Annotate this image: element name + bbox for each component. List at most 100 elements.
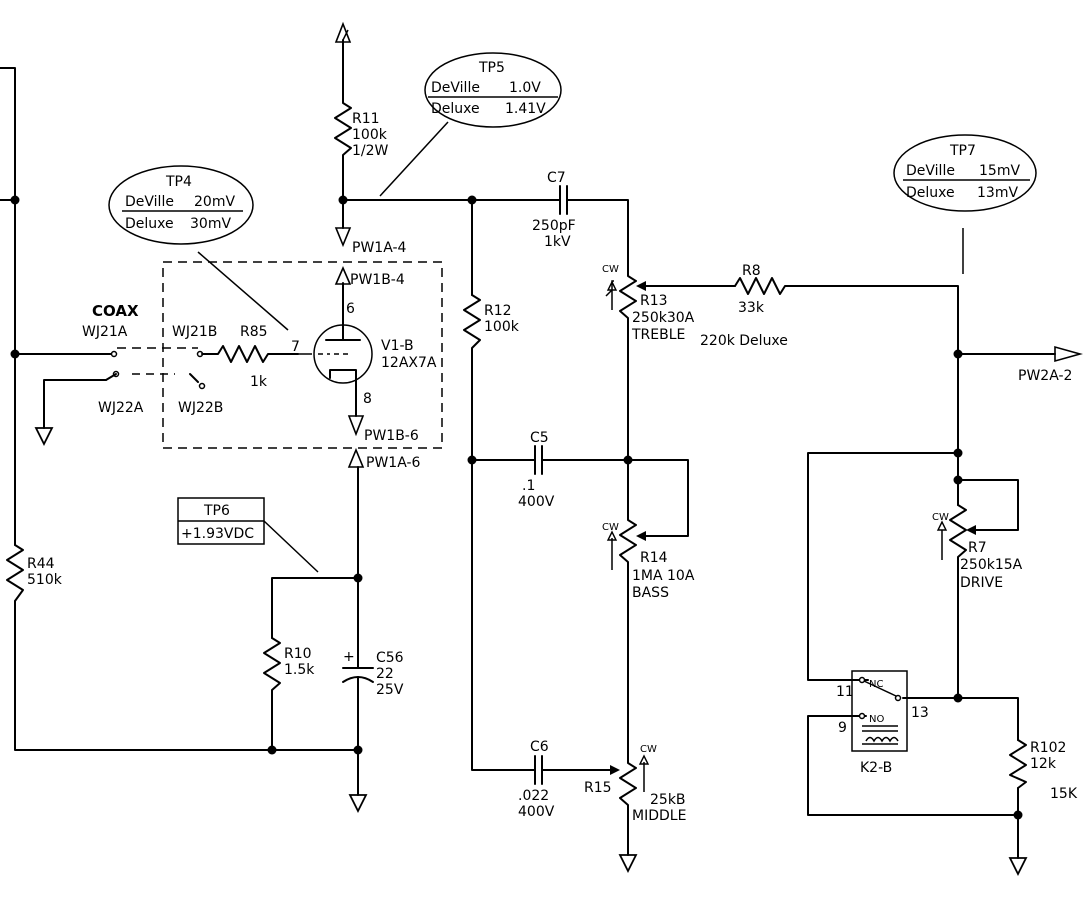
tp4-row1-value: 20mV	[194, 194, 235, 210]
tp4-name: TP4	[165, 174, 192, 190]
pw1a4-label: PW1A-4	[352, 240, 407, 256]
tp4-row2-value: 30mV	[190, 216, 231, 232]
r7-function-label: DRIVE	[960, 575, 1003, 591]
r44-ref-label: R44	[27, 556, 55, 572]
tp4-callout: TP4 DeVille 20mV Deluxe 30mV	[108, 165, 289, 331]
r14-ref-label: R14	[640, 550, 668, 566]
pw1b4-arrow-icon	[334, 266, 352, 285]
r8-value-label: 33k	[738, 300, 765, 316]
c6-ref-label: C6	[530, 739, 549, 755]
tube-enclosure-box	[162, 261, 443, 449]
pw1a4-arrow-icon	[334, 227, 352, 248]
tp5-row1-value: 1.0V	[509, 80, 541, 96]
r15-function-label: MIDDLE	[632, 808, 686, 824]
c7-rating-label: 1kV	[544, 234, 571, 250]
r13-value-label: 250k30A	[632, 310, 695, 326]
r7-value-label: 250k15A	[960, 557, 1023, 573]
plate-supply: R11 100k 1/2W PW1A-4	[334, 21, 542, 256]
r7-ref-label: R7	[968, 540, 987, 556]
tp7-callout: TP7 DeVille 15mV Deluxe 13mV	[893, 134, 1037, 274]
c56-value-label: 22	[376, 666, 394, 682]
resistor-r44: R44 510k	[6, 544, 63, 602]
wire-left-rail	[0, 67, 359, 751]
r85-ref-label: R85	[240, 324, 268, 340]
r13-cw-label: CW	[602, 264, 619, 275]
c6-value-label: .022	[518, 788, 549, 804]
tp6-name: TP6	[203, 503, 230, 519]
wj21a-label: WJ21A	[82, 324, 128, 340]
k2b-ref-label: K2-B	[860, 760, 892, 776]
c56-plus-sign: +	[343, 649, 355, 665]
tp5-callout: TP5 DeVille 1.0V Deluxe 1.41V	[379, 52, 562, 197]
r10-value-label: 1.5k	[284, 662, 315, 678]
resistor-r85: R85 1k	[201, 324, 299, 390]
v1b-ref-label: V1-B	[381, 338, 414, 354]
tp5-row2-model: Deluxe	[431, 101, 480, 117]
tp5-row1-model: DeVille	[431, 80, 480, 96]
ground-wj22a-icon	[34, 427, 54, 447]
v1b-pin8-label: 8	[363, 391, 372, 407]
r13-alt-label: 220k Deluxe	[700, 333, 788, 349]
relay-coil-icon	[865, 736, 899, 743]
k2b-nc-label: NC	[869, 679, 883, 690]
tp7-name: TP7	[949, 143, 976, 159]
tp5-row2-value: 1.41V	[505, 101, 546, 117]
relay-k2b: NC NO 11 9 13 K2-B	[836, 670, 929, 776]
r14-cw-label: CW	[602, 522, 619, 533]
pw1b6-arrow-icon	[347, 415, 365, 437]
tp5-name: TP5	[478, 60, 505, 76]
r44-value-label: 510k	[27, 572, 63, 588]
pw2a2-label: PW2A-2	[1018, 368, 1072, 384]
r14-value-label: 1MA 10A	[632, 568, 695, 584]
wj22b-label: WJ22B	[178, 400, 223, 416]
r15-cw-label: CW	[640, 744, 657, 755]
r13-function-label: TREBLE	[631, 327, 685, 343]
coax-label: COAX	[92, 302, 139, 320]
r12-value-label: 100k	[484, 319, 520, 335]
r10-ref-label: R10	[284, 646, 312, 662]
c5-rating-label: 400V	[518, 494, 555, 510]
r102-alt-label: 15K	[1050, 786, 1078, 802]
tp7-row2-model: Deluxe	[906, 185, 955, 201]
c56-rating-label: 25V	[376, 682, 404, 698]
c5-value-label: .1	[522, 478, 535, 494]
tp7-row1-model: DeVille	[906, 163, 955, 179]
pw1a6-arrow-icon	[347, 447, 365, 468]
r12-ref-label: R12	[484, 303, 512, 319]
r8-ref-label: R8	[742, 263, 761, 279]
r7-cw-label: CW	[932, 512, 949, 523]
tone-stack: C7 250pF 1kV R12 100k CW R13 250k30A TRE…	[463, 170, 788, 874]
r102-ref-label: R102	[1030, 740, 1066, 756]
tp6-callout: TP6 +1.93VDC	[177, 497, 319, 573]
v1b-pin6-label: 6	[346, 301, 355, 317]
r15-value-label: 25kB	[650, 792, 686, 808]
wj22a-label: WJ22A	[98, 400, 144, 416]
c7-value-label: 250pF	[532, 218, 576, 234]
r85-value-label: 1k	[250, 374, 268, 390]
tp7-row1-value: 15mV	[979, 163, 1020, 179]
r102-value-label: 12k	[1030, 756, 1057, 772]
r11-value-label: 100k	[352, 127, 388, 143]
c5-ref-label: C5	[530, 430, 549, 446]
k2b-no-label: NO	[869, 714, 884, 725]
r13-ref-label: R13	[640, 293, 668, 309]
tp4-row1-model: DeVille	[125, 194, 174, 210]
k2b-pin13-label: 13	[911, 705, 929, 721]
pw1b6-label: PW1B-6	[364, 428, 419, 444]
tp7-row2-value: 13mV	[977, 185, 1018, 201]
tp4-row2-model: Deluxe	[125, 216, 174, 232]
c7-ref-label: C7	[547, 170, 566, 186]
v1b-type-label: 12AX7A	[381, 355, 437, 371]
coax-jacks: COAX WJ21A WJ21B WJ22A WJ22B	[34, 302, 223, 447]
ground-middle-icon	[618, 854, 638, 874]
k2b-pin11-label: 11	[836, 684, 854, 700]
drive-section: R8 33k PW2A-2 CW R7 250k15A DRIVE R102 1…	[734, 263, 1083, 877]
r14-function-label: BASS	[632, 585, 669, 601]
c56-ref-label: C56	[376, 650, 404, 666]
tube-v1b: 7 6 8 V1-B 12AX7A	[162, 261, 443, 449]
r15-ref-label: R15	[584, 780, 612, 796]
k2b-pin9-label: 9	[838, 720, 847, 736]
c6-rating-label: 400V	[518, 804, 555, 820]
